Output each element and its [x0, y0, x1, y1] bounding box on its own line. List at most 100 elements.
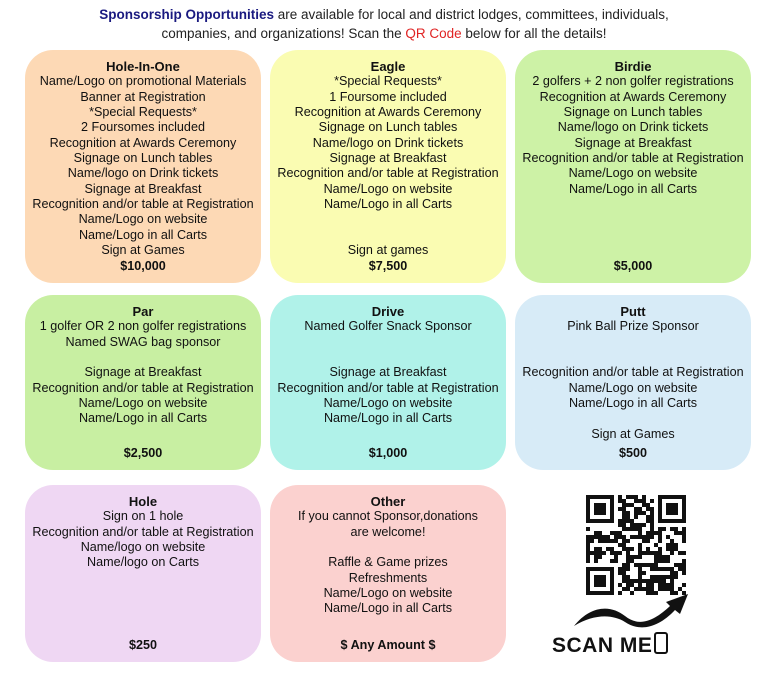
tier-benefit [25, 350, 261, 365]
tier-benefit: 2 golfers + 2 non golfer registrations [532, 74, 734, 89]
tier-benefit: Name/logo on website [80, 540, 206, 555]
tier-benefit: 2 Foursomes included [81, 120, 205, 135]
tier-benefit: Signage at Breakfast [84, 365, 202, 380]
tier-benefit: Name/Logo on website [568, 166, 698, 181]
tier-benefit: Name/Logo on website [323, 181, 453, 196]
tier-benefit: Name/Logo on website [323, 396, 453, 411]
tier-benefit: Name/Logo on promotional Materials [39, 74, 247, 89]
tier-benefit: Name/Logo in all Carts [568, 396, 698, 411]
tier-benefit: Signage at Breakfast [329, 365, 447, 380]
tier-benefit: Name/Logo on website [78, 396, 208, 411]
tier-price: $10,000 [120, 259, 166, 273]
tier-benefit: Named SWAG bag sponsor [65, 334, 221, 349]
tier-benefit: Recognition and/or table at Registration [32, 524, 254, 539]
tier-benefit [270, 540, 506, 555]
tier-benefit: Banner at Registration [80, 89, 206, 104]
tier-benefit: Recognition and/or table at Registration [32, 380, 254, 395]
tier-title: Drive [371, 304, 405, 319]
tier-benefit [515, 350, 751, 365]
tier-benefit: Name/logo on Drink tickets [557, 120, 709, 135]
tier-price: $7,500 [368, 259, 408, 273]
intro-line-3: below for all the details! [461, 26, 607, 41]
intro-highlight: Sponsorship Opportunities [99, 7, 275, 22]
intro-line-2: companies, and organizations! Scan the [161, 26, 406, 41]
tier-benefit: Refreshments [348, 570, 428, 585]
tier-benefit: Signage on Lunch tables [73, 151, 213, 166]
scan-me-label: SCAN ME [552, 632, 669, 658]
tier-benefit: Name/logo on Drink tickets [312, 135, 464, 150]
tier-benefit [270, 228, 506, 243]
tier-title: Eagle [370, 59, 406, 74]
tier-benefit [270, 212, 506, 227]
tier-benefit: Recognition at Awards Ceremony [539, 89, 727, 104]
tier-price: $2,500 [123, 446, 163, 460]
curved-arrow-icon [574, 594, 688, 628]
qr-code[interactable] [585, 495, 687, 595]
intro-line-1: are available for local and district lod… [274, 7, 669, 22]
tier-benefit: Name/logo on Drink tickets [67, 166, 219, 181]
tier-benefit: Signage at Breakfast [329, 151, 447, 166]
tier-benefit: Recognition and/or table at Registration [522, 151, 744, 166]
tier-benefit: Name/Logo in all Carts [78, 411, 208, 426]
tier-title: Birdie [614, 59, 652, 74]
tier-benefit: Recognition and/or table at Registration [277, 380, 499, 395]
tier-title: Putt [620, 304, 646, 319]
tier-benefit: Recognition and/or table at Registration [32, 197, 254, 212]
tier-price: $250 [128, 638, 158, 652]
tier-title: Other [370, 494, 406, 509]
tier-price: $1,000 [368, 446, 408, 460]
tier-price: $ Any Amount $ [340, 638, 436, 652]
tier-benefit: Signage on Lunch tables [318, 120, 458, 135]
tier-benefit: are welcome! [350, 524, 426, 539]
tier-title: Hole-In-One [106, 59, 180, 74]
tier-benefit: 1 golfer OR 2 non golfer registrations [39, 319, 247, 334]
tier-price: $5,000 [613, 259, 653, 273]
tier-title: Hole [128, 494, 158, 509]
scan-me-text: SCAN ME [552, 634, 653, 657]
tier-benefit: Recognition at Awards Ceremony [49, 135, 237, 150]
tier-benefit: Recognition and/or table at Registration [277, 166, 499, 181]
tier-price: $500 [618, 446, 648, 460]
tier-benefit: Named Golfer Snack Sponsor [304, 319, 472, 334]
tier-benefit [515, 335, 751, 350]
tier-benefit: Pink Ball Prize Sponsor [567, 319, 699, 334]
phone-icon [654, 632, 669, 654]
tier-benefit [515, 411, 751, 426]
tier-benefit [270, 335, 506, 350]
tier-benefit: Sign at Games [101, 243, 185, 258]
tier-benefit: Name/Logo in all Carts [323, 411, 453, 426]
tier-benefit: Sign at games [347, 243, 429, 258]
tier-benefit: Name/logo on Carts [87, 555, 199, 570]
tier-benefit: Name/Logo on website [78, 212, 208, 227]
tier-benefit: Name/Logo in all Carts [323, 601, 453, 616]
tier-benefit: 1 Foursome included [329, 89, 447, 104]
tier-benefit: Recognition and/or table at Registration [522, 365, 744, 380]
tier-benefit: Name/Logo in all Carts [323, 197, 453, 212]
tier-benefit: *Special Requests* [334, 74, 442, 89]
tier-benefit: Signage at Breakfast [84, 181, 202, 196]
tier-benefit: Sign on 1 hole [102, 509, 184, 524]
tier-benefit: Name/Logo in all Carts [78, 227, 208, 242]
intro-text: Sponsorship Opportunities are available … [0, 5, 768, 43]
tier-benefit [270, 350, 506, 365]
tier-benefit: *Special Requests* [89, 105, 197, 120]
tier-benefit: Name/Logo on website [568, 380, 698, 395]
tier-benefit: Sign at Games [591, 426, 675, 441]
tier-benefit: Signage at Breakfast [574, 135, 692, 150]
tier-benefit: If you cannot Sponsor,donations [298, 509, 478, 524]
tier-title: Par [132, 304, 154, 319]
tier-benefit: Name/Logo in all Carts [568, 181, 698, 196]
qr-code-link: QR Code [405, 26, 462, 41]
tier-benefit: Raffle & Game prizes [328, 555, 448, 570]
tier-benefit: Signage on Lunch tables [563, 105, 703, 120]
tier-benefit: Recognition at Awards Ceremony [294, 105, 482, 120]
tier-benefit: Name/Logo on website [323, 586, 453, 601]
tier-card-eagle: Eagle*Special Requests*1 Foursome includ… [270, 50, 506, 283]
